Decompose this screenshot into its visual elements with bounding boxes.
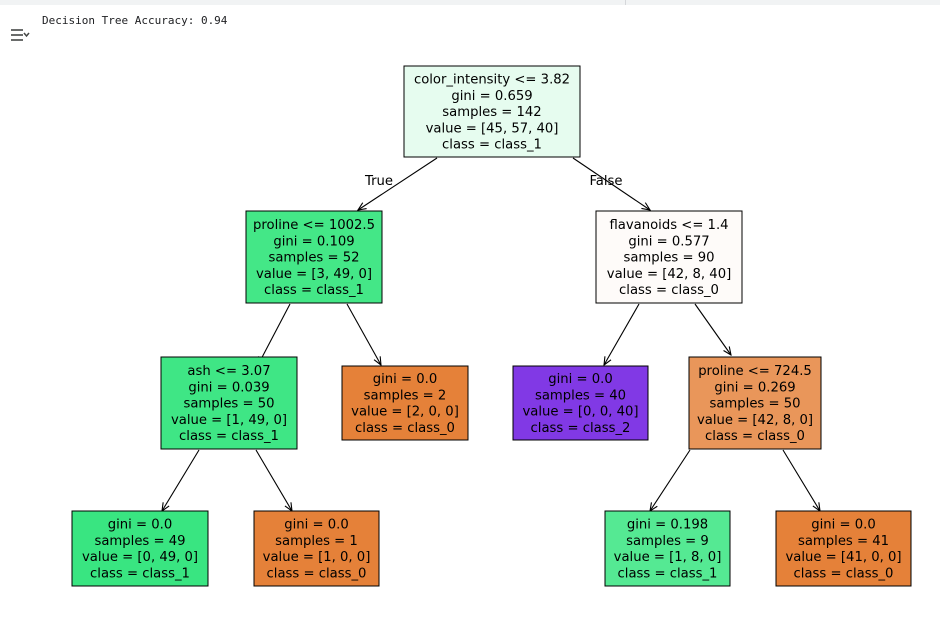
tree-node-line: value = [1, 8, 0] bbox=[614, 550, 722, 565]
tree-edge-9 bbox=[650, 449, 691, 511]
tree-edge-3 bbox=[258, 303, 291, 365]
tree-edge-7 bbox=[162, 449, 200, 511]
tree-node-line: samples = 52 bbox=[268, 251, 359, 266]
tree-node-line: gini = 0.109 bbox=[273, 234, 354, 249]
tree-node-line: class = class_0 bbox=[355, 421, 455, 436]
tree-node-box bbox=[403, 65, 581, 158]
tree-node-line: gini = 0.0 bbox=[548, 372, 612, 387]
tree-edges bbox=[162, 157, 820, 511]
tree-node-line: samples = 1 bbox=[275, 534, 358, 549]
tree-node-line: samples = 90 bbox=[623, 251, 714, 266]
tree-edge-1 bbox=[358, 157, 438, 210]
tree-edge-4 bbox=[346, 303, 381, 365]
tree-node-box bbox=[341, 365, 469, 441]
tree-node-line: class = class_1 bbox=[618, 567, 718, 582]
tree-node-line: samples = 49 bbox=[94, 534, 185, 549]
tree-node-line: gini = 0.198 bbox=[627, 518, 708, 533]
tree-node-line: gini = 0.577 bbox=[628, 234, 709, 249]
tree-edge-5 bbox=[604, 303, 640, 365]
tree-node-box bbox=[604, 510, 731, 587]
tree-node-box bbox=[71, 510, 209, 587]
tree-node-line: class = class_1 bbox=[90, 567, 190, 582]
tree-node-line: class = class_0 bbox=[705, 429, 805, 444]
tree-node-line: ash <= 3.07 bbox=[187, 364, 270, 379]
tree-node-line: proline <= 724.5 bbox=[698, 364, 812, 379]
false-edge-label: False bbox=[589, 174, 622, 189]
tree-node-line: value = [45, 57, 40] bbox=[426, 121, 559, 136]
tree-node-line: value = [0, 49, 0] bbox=[82, 550, 198, 565]
tree-node-box bbox=[775, 510, 912, 587]
tree-node-line: gini = 0.0 bbox=[811, 518, 875, 533]
tree-node-box bbox=[245, 210, 383, 304]
tree-node-line: class = class_0 bbox=[794, 567, 894, 582]
true-edge-label: True bbox=[364, 174, 393, 189]
accuracy-output: Decision Tree Accuracy: 0.94 bbox=[42, 14, 228, 27]
tree-node-line: value = [3, 49, 0] bbox=[256, 267, 372, 282]
tree-node-line: samples = 50 bbox=[709, 397, 800, 412]
tree-node-line: value = [1, 0, 0] bbox=[263, 550, 371, 565]
top-strip bbox=[0, 0, 940, 5]
tree-node-line: value = [42, 8, 40] bbox=[607, 267, 731, 282]
tree-node-line: value = [0, 0, 40] bbox=[522, 405, 638, 420]
tree-node-line: samples = 40 bbox=[535, 388, 626, 403]
tree-node-box bbox=[253, 510, 380, 587]
tree-node-line: class = class_0 bbox=[619, 283, 719, 298]
output-toggle-icon[interactable] bbox=[8, 24, 30, 46]
tree-node-line: class = class_0 bbox=[267, 567, 367, 582]
tree-node-line: samples = 50 bbox=[183, 397, 274, 412]
tree-node-box bbox=[512, 365, 649, 441]
tree-node-box bbox=[160, 356, 298, 450]
tree-node-line: class = class_1 bbox=[264, 283, 364, 298]
tree-edge-6 bbox=[694, 303, 731, 355]
tree-node-line: color_intensity <= 3.82 bbox=[414, 72, 570, 87]
tree-node-line: gini = 0.659 bbox=[451, 89, 532, 104]
tree-edge-2 bbox=[572, 157, 650, 210]
top-strip-divider bbox=[625, 0, 626, 5]
tree-node-line: gini = 0.039 bbox=[188, 380, 269, 395]
tree-node-line: value = [41, 0, 0] bbox=[785, 550, 901, 565]
tree-node-box bbox=[595, 210, 743, 304]
tree-node-line: class = class_1 bbox=[442, 138, 542, 153]
tree-node-line: class = class_1 bbox=[179, 429, 279, 444]
tree-node-line: proline <= 1002.5 bbox=[253, 218, 375, 233]
tree-node-line: value = [2, 0, 0] bbox=[351, 405, 459, 420]
tree-edge-8 bbox=[255, 449, 292, 511]
tree-edge-10 bbox=[782, 449, 820, 511]
tree-node-line: gini = 0.0 bbox=[284, 518, 348, 533]
tree-node-line: gini = 0.0 bbox=[108, 518, 172, 533]
tree-node-line: gini = 0.0 bbox=[373, 372, 437, 387]
tree-node-line: class = class_2 bbox=[531, 421, 631, 436]
tree-node-line: value = [42, 8, 0] bbox=[697, 413, 813, 428]
tree-node-line: value = [1, 49, 0] bbox=[171, 413, 287, 428]
tree-node-line: samples = 2 bbox=[364, 388, 447, 403]
tree-node-box bbox=[688, 356, 822, 450]
tree-node-line: flavanoids <= 1.4 bbox=[609, 218, 728, 233]
tree-node-line: samples = 9 bbox=[626, 534, 709, 549]
tree-node-line: samples = 142 bbox=[442, 105, 541, 120]
tree-node-line: samples = 41 bbox=[798, 534, 889, 549]
tree-node-root: color_intensity <= 3.82 gini = 0.659sampl… bbox=[403, 65, 581, 158]
tree-node-line: gini = 0.269 bbox=[714, 380, 795, 395]
